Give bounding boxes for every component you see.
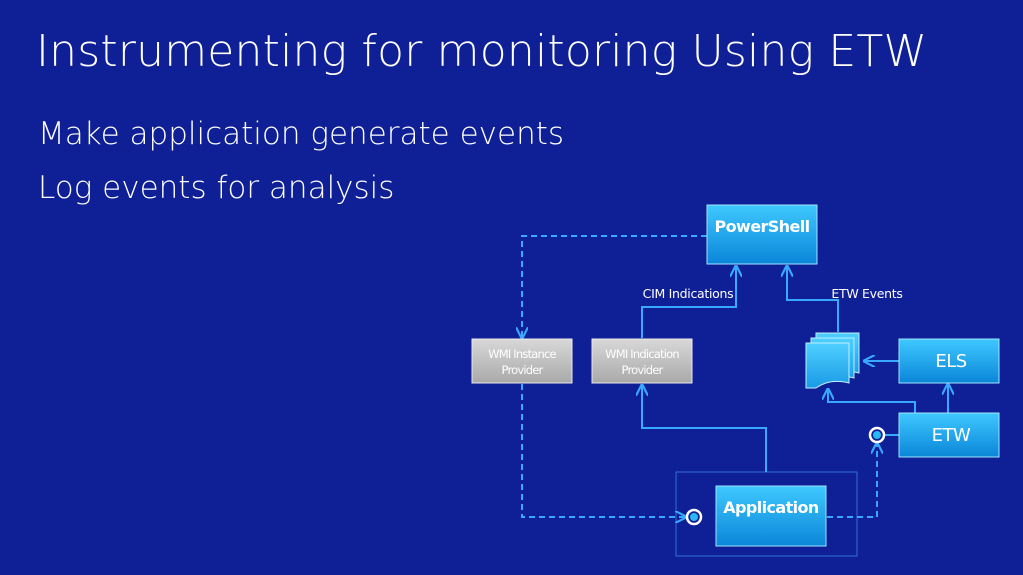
connector-powershell-to-wmi-instance <box>522 235 707 338</box>
bullet-2: Log events for analysis <box>38 170 395 206</box>
connector-app-to-etw <box>827 443 877 518</box>
wmi-instance-label-line2: Provider <box>502 363 544 377</box>
els-node: ELS <box>898 338 1000 384</box>
connector-etw-events <box>787 266 839 332</box>
etw-label: ETW <box>932 425 971 446</box>
connector-cim-indications <box>641 266 736 338</box>
slide-title: Instrumenting for monitoring Using ETW <box>36 26 928 77</box>
els-label: ELS <box>935 351 966 372</box>
etw-events-label: ETW Events <box>831 286 902 301</box>
powershell-node: PowerShell <box>706 204 818 265</box>
connector-wmi-instance-to-app <box>521 384 686 517</box>
connector-app-to-wmi-indication <box>642 385 767 472</box>
application-input-port-core <box>690 513 698 521</box>
cim-indications-label: CIM Indications <box>643 286 734 301</box>
connector-etw-to-logs <box>828 389 916 413</box>
wmi-indication-label-line1: WMI Indication <box>605 347 679 361</box>
wmi-indication-label-line2: Provider <box>622 363 664 377</box>
application-node: Application <box>715 485 827 547</box>
bullet-1: Make application generate events <box>38 116 565 152</box>
event-log-pages-icon <box>805 332 860 389</box>
wmi-indication-provider-node: WMI Indication Provider <box>591 338 693 384</box>
etw-node: ETW <box>898 412 1000 458</box>
etw-input-port-core <box>873 431 881 439</box>
wmi-instance-label-line1: WMI Instance <box>488 347 556 361</box>
powershell-label: PowerShell <box>715 217 810 236</box>
wmi-instance-provider-node: WMI Instance Provider <box>471 338 573 384</box>
application-label: Application <box>723 498 819 517</box>
